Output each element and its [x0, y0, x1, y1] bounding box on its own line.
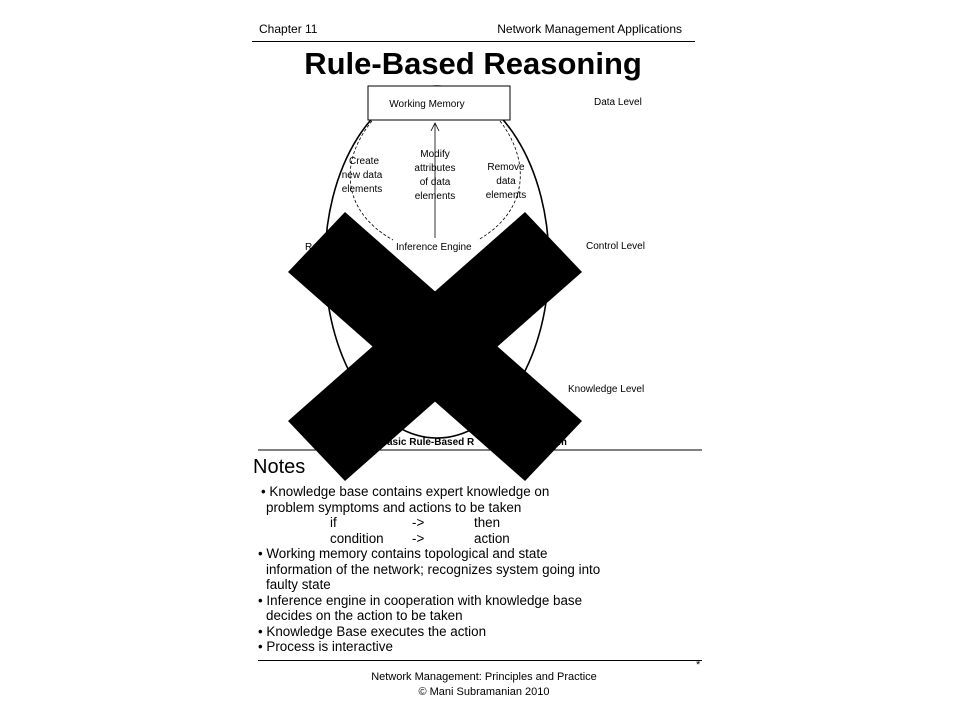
action-cell: action: [474, 530, 510, 546]
create-label-line2: new data: [342, 170, 383, 181]
condition-action-row: condition -> action: [258, 531, 718, 547]
modify-label-line2: attributes: [414, 163, 455, 174]
notes-line: information of the network; recognizes s…: [266, 561, 601, 577]
create-label-line1: Create: [349, 156, 379, 167]
then-cell: then: [474, 515, 501, 530]
notes-heading: Notes: [253, 456, 306, 478]
remove-label-line1: Remove: [487, 162, 525, 173]
diagram-caption-fragment: asic Rule-Based R: [387, 437, 475, 448]
chapter-topic: Network Management Applications: [497, 22, 682, 36]
notes-line: • Process is interactive: [258, 639, 393, 654]
header-rule: [252, 41, 695, 42]
footer: Network Management: Principles and Pract…: [0, 670, 960, 700]
if-cell: if: [330, 515, 337, 530]
notes-line: • Inference engine in cooperation with k…: [258, 592, 583, 608]
cross-stroke-b: [288, 212, 582, 481]
modify-label-line4: elements: [415, 191, 456, 202]
inner-right-arc: [477, 120, 521, 241]
working-memory-label: Working Memory: [389, 99, 464, 110]
if-then-row: if -> then: [258, 515, 718, 531]
inner-left-arc: [349, 120, 394, 241]
inference-engine-label: Inference Engine: [396, 242, 472, 253]
chapter-label: Chapter 11: [259, 22, 318, 36]
footer-rule: [258, 660, 702, 661]
notes-line: problem symptoms and actions to be taken: [266, 499, 522, 515]
notes-body: • Knowledge base contains expert knowled…: [258, 484, 718, 655]
remove-label-line3: elements: [486, 190, 527, 201]
footer-copyright: © Mani Subramanian 2010: [418, 686, 550, 698]
remove-label-line2: data: [496, 176, 516, 187]
create-label-line3: elements: [342, 184, 383, 195]
center-arrow-head: [430, 122, 440, 132]
diagram-caption-fragment-end: m: [558, 437, 567, 448]
notes-line: • Working memory contains topological an…: [258, 546, 548, 561]
notes-line: • Knowledge Base executes the action: [258, 623, 487, 639]
working-memory-box: [367, 85, 511, 121]
condition-cell: condition: [330, 530, 384, 546]
redaction-cross: [288, 212, 582, 481]
control-level-label: Control Level: [586, 241, 645, 252]
footer-book-title: Network Management: Principles and Pract…: [371, 671, 597, 683]
notes-line: • Knowledge base contains expert knowled…: [261, 484, 550, 499]
arrow-cell: ->: [412, 530, 425, 546]
modify-label-line3: of data: [420, 177, 451, 188]
modify-label-line1: Modify: [420, 149, 449, 160]
page-asterisk: *: [696, 659, 701, 671]
notes-line: decides on the action to be taken: [266, 608, 463, 623]
notes-line: faulty state: [266, 577, 331, 592]
page-title: Rule-Based Reasoning: [304, 46, 642, 81]
data-level-label: Data Level: [594, 97, 642, 108]
knowledge-level-label: Knowledge Level: [568, 384, 644, 395]
arrow-cell: ->: [412, 515, 425, 530]
